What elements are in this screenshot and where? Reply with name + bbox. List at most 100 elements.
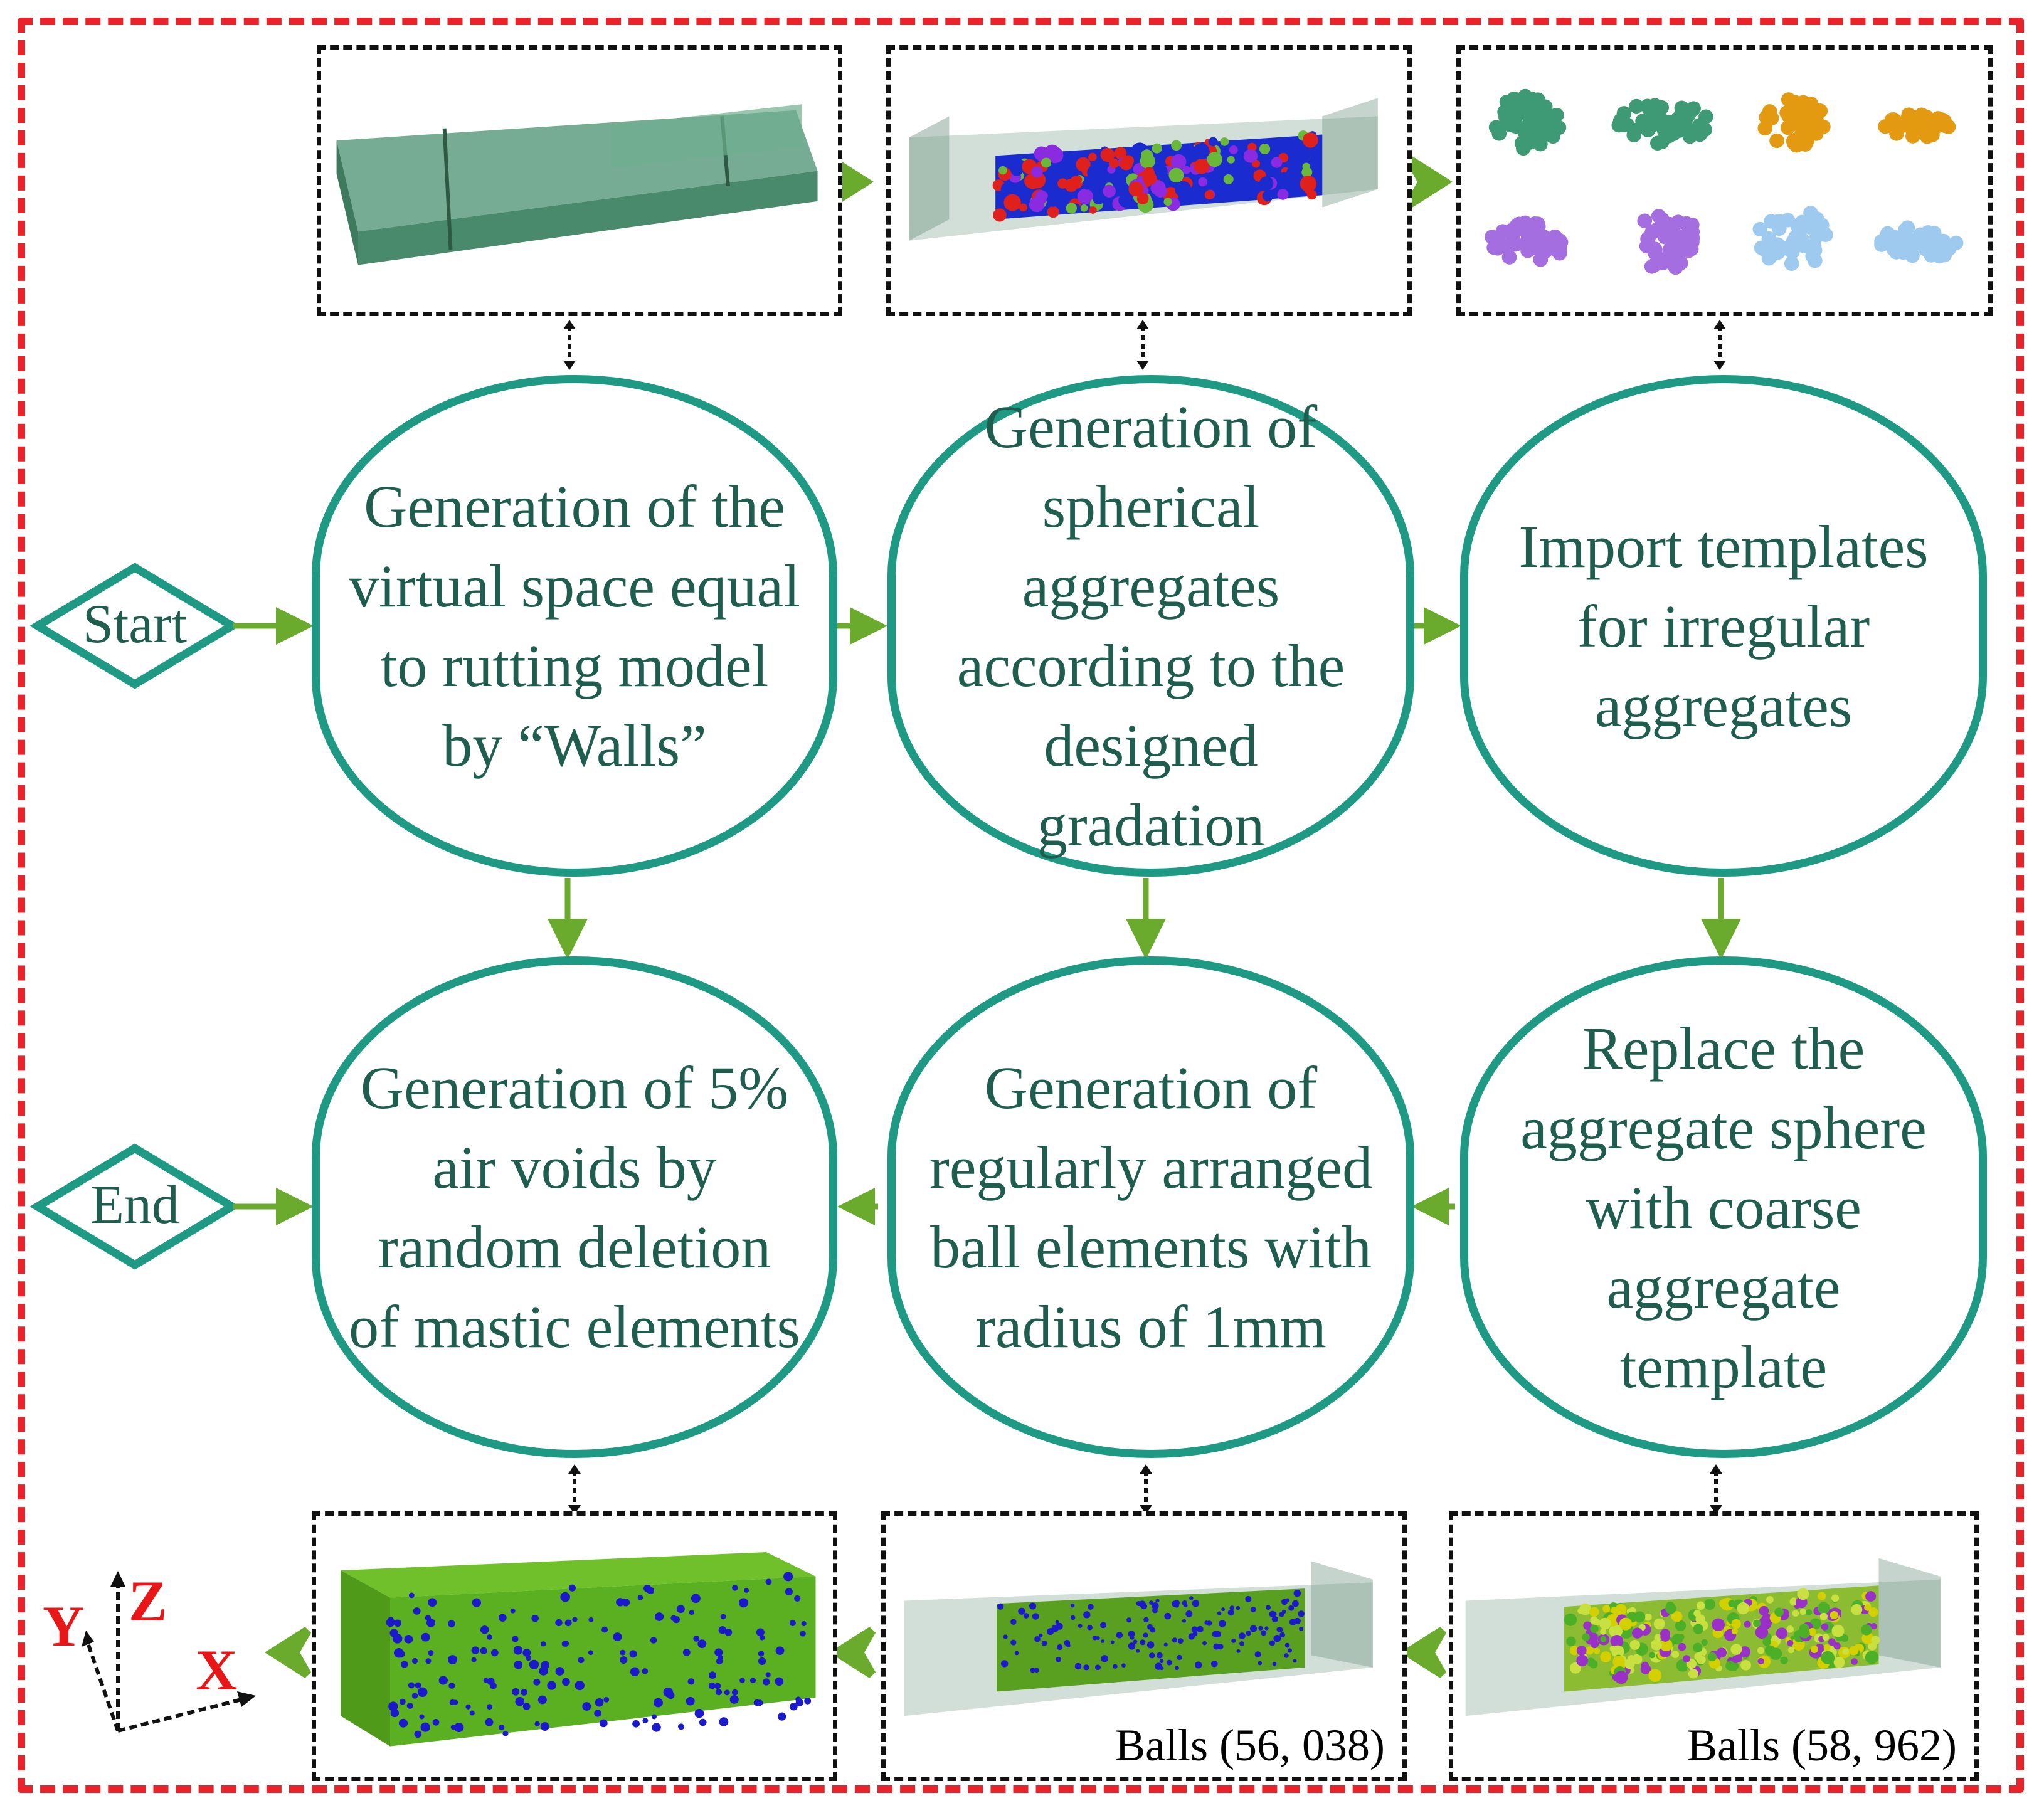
particle bbox=[1270, 1611, 1277, 1617]
particle bbox=[1868, 1607, 1878, 1617]
particle bbox=[1077, 188, 1093, 204]
particle bbox=[1792, 104, 1808, 119]
particle bbox=[1865, 1651, 1879, 1664]
particle bbox=[1301, 167, 1313, 178]
particle bbox=[724, 1629, 733, 1636]
particle bbox=[1830, 1610, 1838, 1620]
particle bbox=[1701, 1639, 1708, 1646]
particle bbox=[1182, 1619, 1187, 1623]
particle bbox=[547, 1681, 556, 1690]
particle bbox=[1003, 194, 1021, 211]
start-label: Start bbox=[82, 594, 188, 655]
particle bbox=[1204, 190, 1214, 200]
particle bbox=[562, 1678, 570, 1686]
particle bbox=[510, 1608, 516, 1614]
particle bbox=[654, 1698, 663, 1708]
particle bbox=[1229, 1605, 1235, 1610]
particle bbox=[708, 1682, 716, 1689]
particle bbox=[472, 1598, 482, 1607]
particle bbox=[1678, 1642, 1687, 1651]
particle bbox=[1306, 189, 1317, 200]
particle bbox=[1885, 112, 1900, 127]
particle bbox=[1680, 241, 1695, 256]
particle bbox=[620, 1656, 628, 1664]
particle bbox=[1052, 187, 1062, 197]
particle bbox=[1753, 1619, 1761, 1627]
particle bbox=[1239, 1641, 1244, 1646]
particle bbox=[1202, 1641, 1207, 1646]
particle bbox=[522, 1648, 531, 1657]
particle bbox=[541, 1641, 546, 1647]
particle bbox=[522, 1703, 531, 1710]
particle bbox=[1570, 1646, 1580, 1656]
particle bbox=[1149, 1600, 1153, 1605]
particle bbox=[1149, 1652, 1155, 1659]
particle bbox=[1819, 1612, 1828, 1620]
particle bbox=[394, 1619, 402, 1627]
particle bbox=[1295, 145, 1311, 162]
particle bbox=[1806, 242, 1821, 257]
particle bbox=[1116, 1632, 1123, 1639]
particle bbox=[1213, 1643, 1220, 1650]
particle bbox=[572, 1617, 578, 1622]
particle bbox=[1762, 1637, 1772, 1646]
particle bbox=[1641, 1661, 1649, 1669]
particle bbox=[1874, 237, 1889, 252]
particle bbox=[1100, 1622, 1107, 1629]
aggregate-template-clusters bbox=[1485, 88, 1964, 275]
particle bbox=[1693, 1610, 1701, 1617]
particle bbox=[1654, 100, 1669, 115]
particle bbox=[1771, 221, 1787, 236]
particle bbox=[1759, 1605, 1769, 1616]
particle bbox=[1498, 110, 1513, 125]
particle bbox=[1762, 104, 1777, 119]
particle bbox=[601, 1626, 608, 1633]
particle bbox=[1193, 143, 1210, 159]
particle bbox=[1175, 1666, 1179, 1671]
particle bbox=[1152, 1602, 1159, 1610]
step-generate-walls: Generation of the virtual space equal to… bbox=[312, 375, 837, 877]
particle bbox=[1653, 1618, 1665, 1630]
particle bbox=[1660, 1632, 1670, 1642]
particle bbox=[1725, 1661, 1735, 1671]
particle bbox=[448, 1683, 455, 1689]
particle bbox=[1716, 1647, 1727, 1658]
particle bbox=[1109, 158, 1120, 169]
particle bbox=[1236, 1649, 1241, 1653]
particle bbox=[1281, 1609, 1286, 1614]
particle bbox=[1298, 1610, 1305, 1617]
walls-model-image bbox=[317, 45, 842, 316]
particle bbox=[1277, 1627, 1283, 1633]
template-replacement-image: Balls (58, 962) bbox=[1449, 1511, 1979, 1781]
particle bbox=[406, 1703, 413, 1710]
particle bbox=[1210, 1661, 1218, 1668]
particle bbox=[1649, 1652, 1656, 1659]
particle bbox=[1786, 1625, 1794, 1633]
aggregate-spheres bbox=[992, 130, 1318, 222]
particle bbox=[1056, 1644, 1063, 1651]
particle bbox=[1239, 1632, 1246, 1639]
particle bbox=[1229, 145, 1238, 154]
step-text: Generation of 5% air voids by random del… bbox=[349, 1054, 800, 1360]
particle bbox=[1194, 158, 1210, 174]
particle bbox=[1192, 1631, 1198, 1637]
particle bbox=[1615, 1604, 1627, 1615]
particle bbox=[765, 1672, 771, 1678]
arrow-step2-to-step3 bbox=[1411, 607, 1461, 645]
particle bbox=[1138, 1600, 1146, 1608]
particle bbox=[1644, 1613, 1652, 1621]
particle bbox=[1671, 1651, 1680, 1659]
particle bbox=[1655, 212, 1670, 227]
particle bbox=[1900, 220, 1915, 235]
particle bbox=[1842, 1648, 1850, 1655]
arrow-step2-down bbox=[1126, 878, 1166, 959]
particle bbox=[1259, 144, 1271, 154]
particle bbox=[642, 1668, 649, 1674]
particle bbox=[588, 1617, 594, 1622]
particle bbox=[419, 1714, 425, 1720]
particle bbox=[1243, 149, 1258, 163]
particle bbox=[1520, 243, 1535, 258]
particle bbox=[1170, 154, 1187, 169]
particle bbox=[1155, 1662, 1162, 1670]
particle bbox=[388, 1701, 398, 1711]
